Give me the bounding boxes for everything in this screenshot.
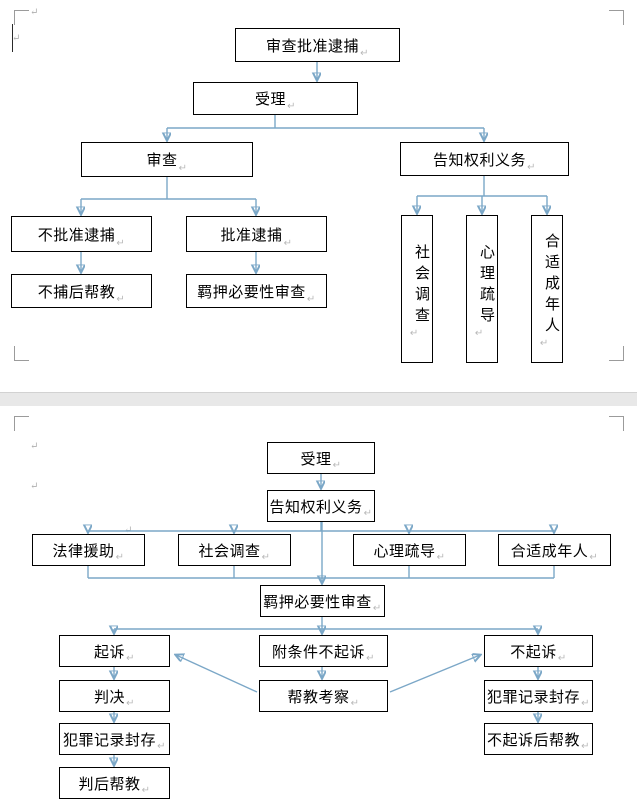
margin-mark-bottom-right	[609, 346, 624, 361]
flow-node-t4[interactable]: 告知权利义务↵	[400, 142, 569, 176]
flow-node-label: 犯罪记录封存	[487, 688, 581, 706]
paragraph-mark: ↵	[366, 653, 375, 664]
flow-node-label: 判决	[94, 688, 126, 706]
flow-node-label: 不捕后帮教	[37, 283, 116, 301]
paragraph-mark: ↵	[527, 162, 536, 173]
paragraph-mark: ↵	[409, 327, 425, 339]
flow-node-label: 起诉	[94, 643, 126, 661]
selection-bar	[12, 24, 13, 52]
flow-node-label: 帮教考察	[287, 688, 350, 706]
paragraph-mark: ↵	[178, 163, 188, 174]
flow-node-t8[interactable]: 羁押必要性审查↵	[186, 274, 327, 308]
flow-node-label: 告知权利义务	[269, 498, 363, 516]
flow-node-b15[interactable]: 不起诉后帮教↵	[484, 723, 593, 755]
flow-node-b4[interactable]: 社会调查↵	[178, 534, 291, 566]
flow-node-b14[interactable]: 犯罪记录封存↵	[59, 723, 170, 755]
flow-node-b5[interactable]: 心理疏导↵	[353, 534, 466, 566]
flow-node-b13[interactable]: 犯罪记录封存↵	[484, 680, 593, 712]
paragraph-mark: ↵	[360, 48, 369, 59]
document-page-1: ↵ ↵ 审查批准逮捕↵受理↵审查↵告知权利义务↵不批准逮捕↵批准逮捕↵不捕后帮教…	[0, 0, 637, 370]
flow-node-label: 犯罪记录封存	[63, 731, 157, 749]
flow-node-label: 不起诉后帮教	[487, 731, 581, 749]
flow-node-t9[interactable]: 社会调查↵	[401, 215, 433, 363]
flow-node-t3[interactable]: 审查↵	[81, 142, 253, 177]
flow-node-b2[interactable]: 告知权利义务↵	[267, 490, 375, 522]
margin-mark-top-left	[14, 416, 29, 431]
flow-node-b7[interactable]: 羁押必要性审查↵	[260, 585, 385, 617]
document-page-2: ↵ ↵ ↵ 受理↵告知权利义务↵法律援助↵	[0, 406, 637, 805]
flow-node-b1[interactable]: 受理↵	[267, 442, 375, 474]
paragraph-mark: ↵	[581, 741, 590, 752]
flow-node-b16[interactable]: 判后帮教↵	[59, 767, 170, 799]
paragraph-mark: ↵	[126, 653, 135, 664]
flow-node-t10[interactable]: 心理疏导↵	[466, 215, 498, 363]
paragraph-mark: ↵	[141, 785, 151, 796]
paragraph-mark: ↵	[350, 698, 360, 709]
paragraph-mark: ↵	[283, 238, 293, 249]
flow-node-t2[interactable]: 受理↵	[193, 82, 358, 115]
flow-node-label: 法律援助	[52, 542, 115, 560]
paragraph-mark: ↵	[557, 653, 567, 664]
flow-node-b11[interactable]: 判决↵	[59, 680, 170, 712]
flow-node-label: 受理	[255, 91, 287, 108]
paragraph-mark: ↵	[116, 238, 126, 249]
flow-node-t1[interactable]: 审查批准逮捕↵	[235, 28, 400, 62]
flow-node-label: 判后帮教	[78, 775, 141, 793]
paragraph-mark: ↵	[332, 460, 342, 471]
flow-node-t7[interactable]: 不捕后帮教↵	[11, 274, 152, 308]
paragraph-mark: ↵	[116, 294, 126, 305]
paragraph-mark: ↵	[30, 441, 39, 452]
paragraph-mark: ↵	[363, 508, 373, 519]
flow-node-label: 合适成年人	[510, 542, 589, 560]
paragraph-mark: ↵	[436, 552, 446, 563]
paragraph-mark: ↵	[306, 294, 316, 305]
paragraph-mark: ↵	[539, 338, 555, 349]
flow-node-label: 审查	[146, 152, 178, 169]
paragraph-mark: ↵	[287, 101, 296, 112]
flow-node-b8[interactable]: 起诉↵	[59, 635, 170, 667]
paragraph-mark: ↵	[372, 603, 382, 614]
paragraph-mark: ↵	[589, 552, 599, 563]
flow-node-b6[interactable]: 合适成年人↵	[498, 534, 611, 566]
flow-node-label: 审查批准逮捕	[266, 37, 360, 55]
flow-node-b12[interactable]: 帮教考察↵	[259, 680, 388, 712]
flow-node-label: 不批准逮捕	[37, 226, 116, 244]
flow-node-label: 社会调查	[413, 243, 430, 328]
paragraph-mark: ↵	[261, 552, 271, 563]
flow-node-label: 附条件不起诉	[272, 643, 366, 661]
margin-mark-bottom-left	[14, 346, 29, 361]
flow-node-t6[interactable]: 批准逮捕↵	[186, 216, 327, 252]
flow-node-b9[interactable]: 附条件不起诉↵	[259, 635, 388, 667]
flow-node-label: 羁押必要性审查	[263, 593, 372, 611]
paragraph-mark: ↵	[581, 698, 590, 709]
flow-node-b10[interactable]: 不起诉↵	[484, 635, 593, 667]
flow-node-label: 不起诉	[510, 643, 557, 661]
flow-node-label: 合适成年人	[543, 233, 560, 338]
paragraph-mark: ↵	[115, 552, 125, 563]
flow-node-label: 羁押必要性审查	[197, 283, 306, 301]
flow-node-b3[interactable]: 法律援助↵	[32, 534, 145, 566]
paragraph-mark: ↵	[12, 33, 21, 44]
flow-node-t5[interactable]: 不批准逮捕↵	[11, 216, 152, 252]
paragraph-mark: ↵	[30, 481, 39, 492]
paragraph-mark: ↵	[30, 7, 39, 18]
flow-node-label: 受理	[300, 450, 332, 468]
flow-node-label: 告知权利义务	[433, 151, 527, 169]
flow-node-t11[interactable]: 合适成年人↵	[531, 215, 563, 363]
paragraph-mark: ↵	[126, 698, 135, 709]
flow-node-label: 心理疏导	[478, 243, 495, 328]
flow-node-label: 批准逮捕	[220, 226, 283, 244]
margin-mark-top-left	[14, 10, 29, 25]
paragraph-mark: ↵	[474, 327, 490, 339]
margin-mark-top-right	[609, 416, 624, 431]
flow-node-label: 社会调查	[198, 542, 261, 560]
paragraph-mark: ↵	[157, 741, 166, 752]
margin-mark-top-right	[609, 10, 624, 25]
flow-node-label: 心理疏导	[373, 542, 436, 560]
